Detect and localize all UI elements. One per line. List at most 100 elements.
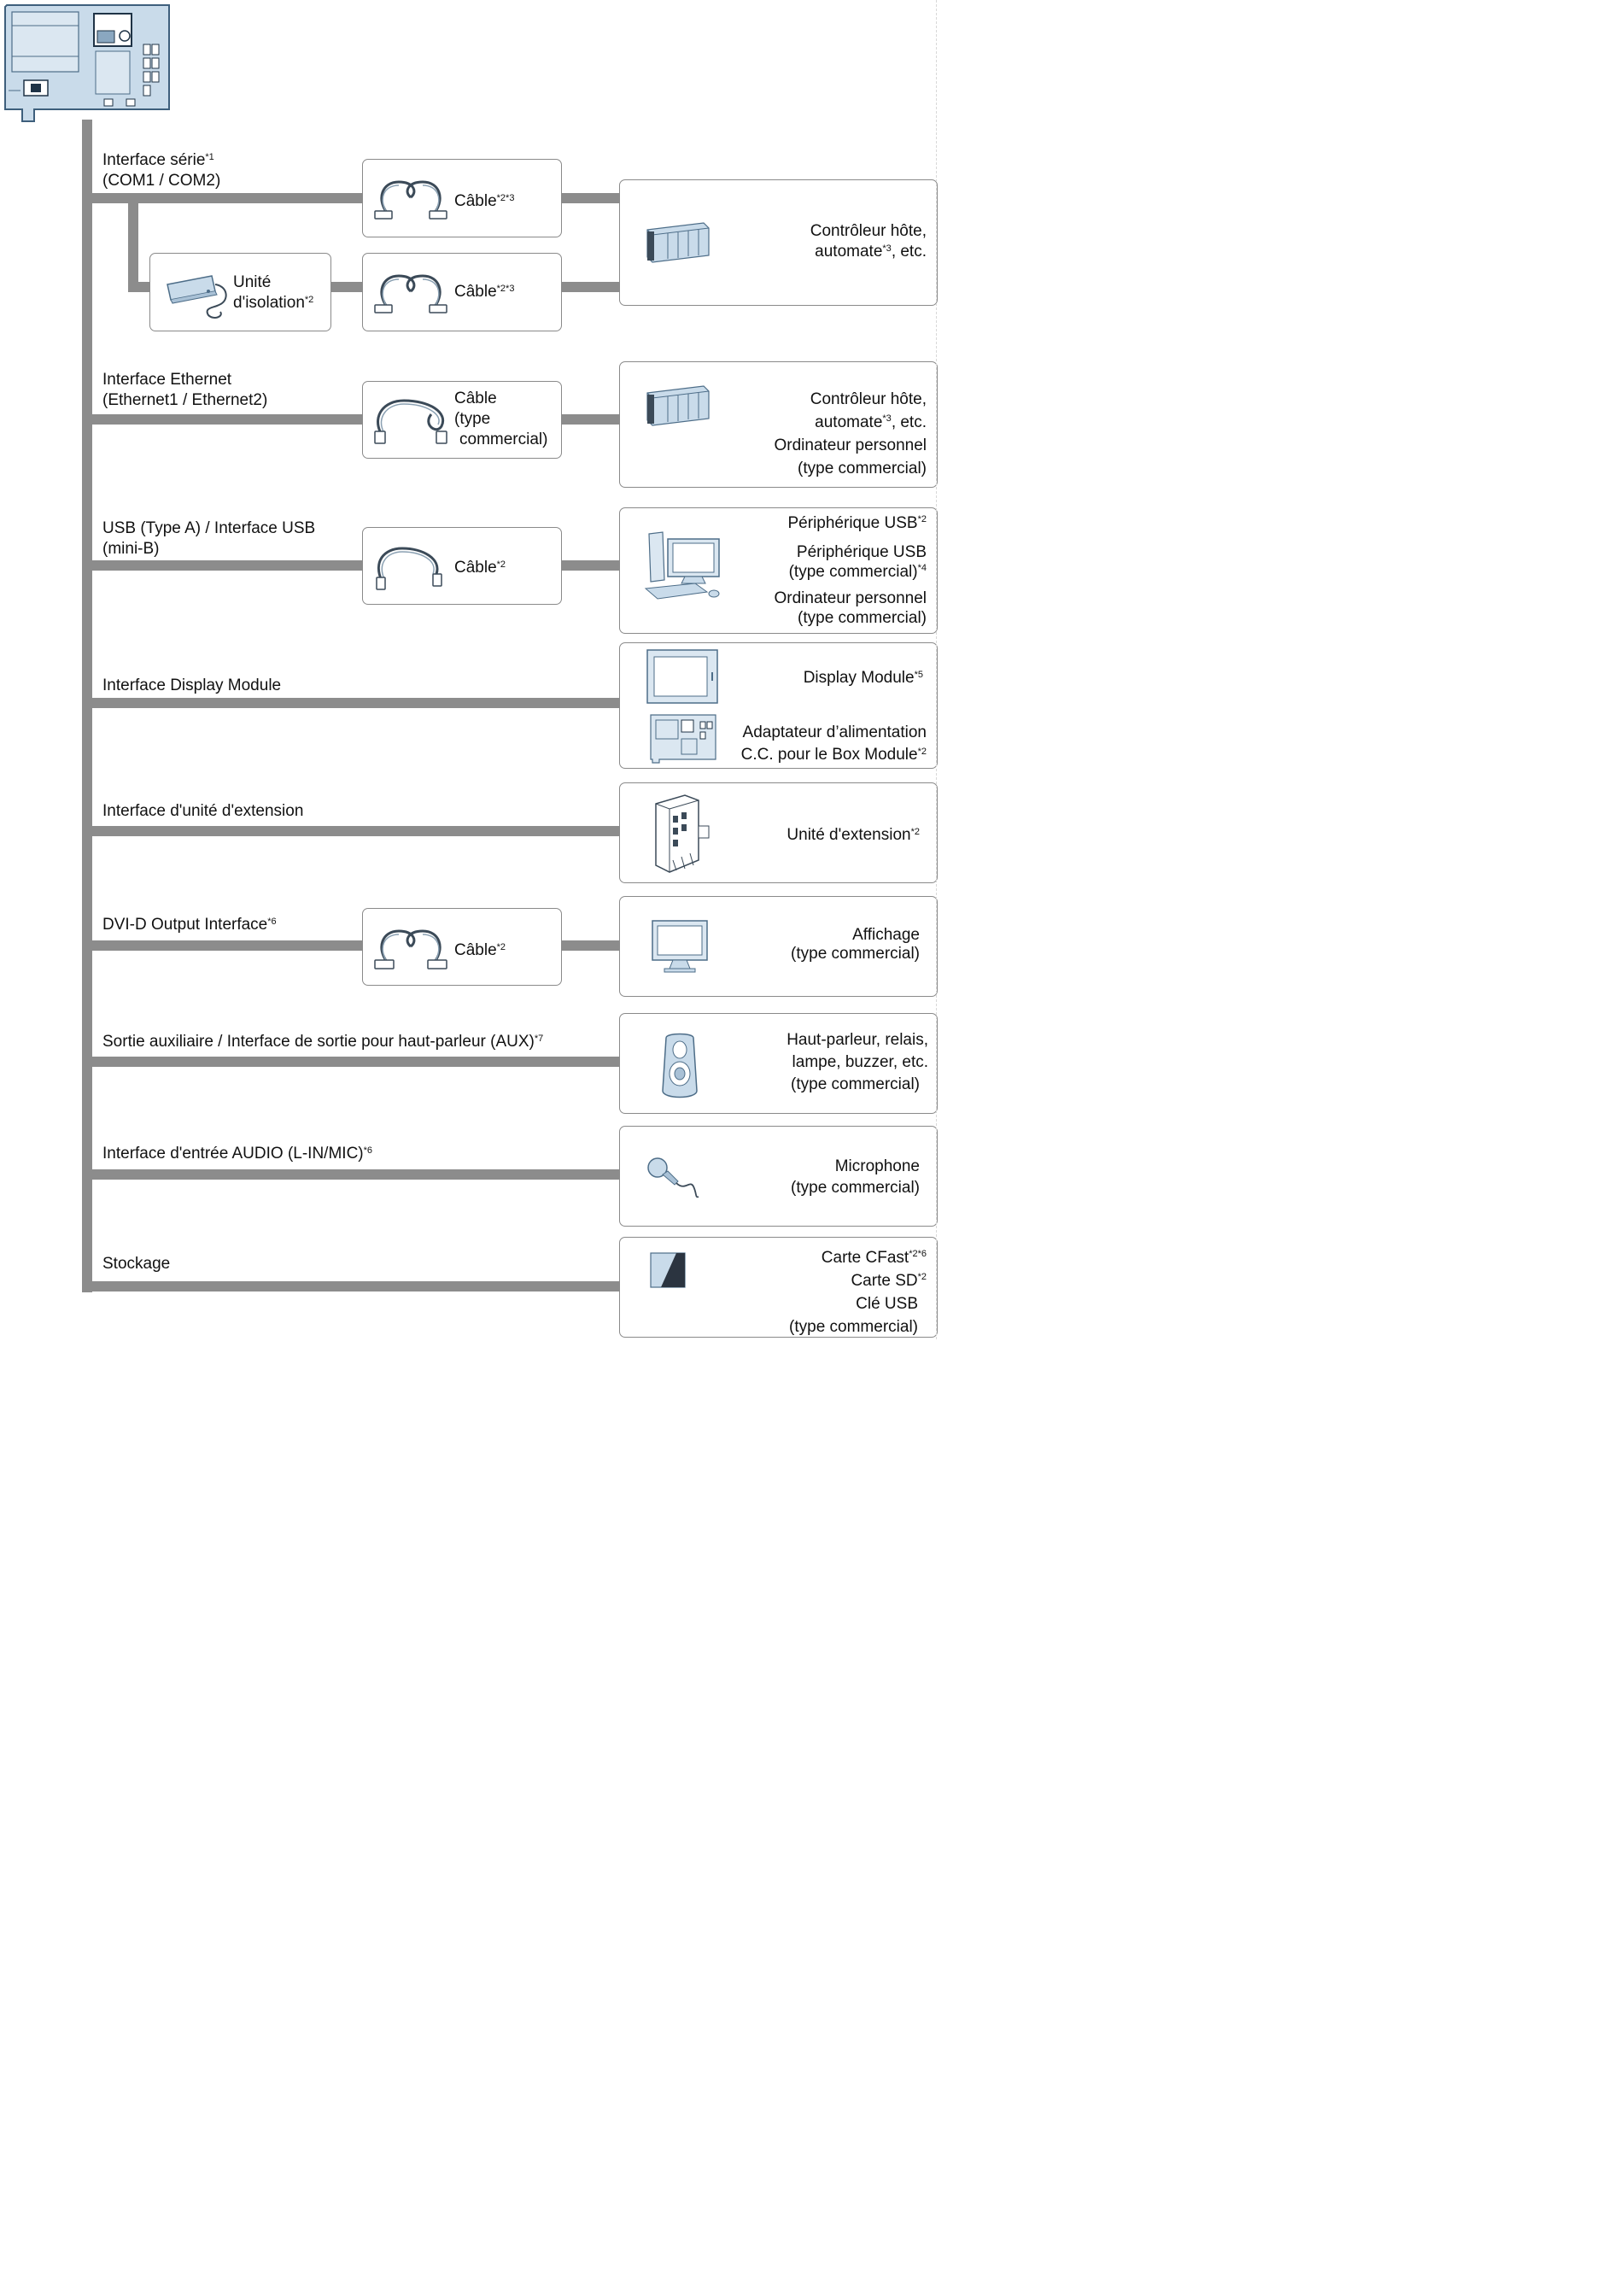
box-module-adapter-line1: Adaptateur d’alimentation [742, 723, 927, 741]
usb-device-line5: (type commercial) [798, 609, 927, 627]
speaker-icon [662, 1033, 698, 1098]
expansion-unit-icon [655, 794, 710, 873]
storage-device-note-1: *2*6 [909, 1249, 927, 1259]
usb-cable-text: Câble [454, 559, 497, 577]
ethernet-device-text: Contrôleur hôte, automate*3, etc. Ordina… [775, 388, 927, 480]
aux-device-text: Haut-parleur, relais, lampe, buzzer, etc… [787, 1029, 928, 1096]
aux-line [92, 1057, 620, 1067]
serial-cable-2-text: Câble [454, 283, 497, 301]
display-module-device-box: Display Module*5 Adaptateur d’alimentati… [619, 642, 938, 769]
usb-device-line1: Périphérique USB [787, 514, 918, 532]
audio-interface-label: Interface d'entrée AUDIO (L-IN/MIC)*6 [102, 1144, 372, 1164]
usb-device-line3: (type commercial) [788, 563, 918, 581]
expansion-device-note: *2 [910, 827, 920, 837]
serial-cable-1-note: *2*3 [496, 193, 515, 203]
aux-interface-text: Sortie auxiliaire / Interface de sortie … [102, 1033, 535, 1051]
serial-device-line2-suffix: , etc. [891, 243, 927, 261]
ethernet-cable-icon [374, 399, 447, 444]
audio-device-box: Microphone (type commercial) [619, 1126, 938, 1227]
db9-cable-icon [374, 180, 447, 220]
expansion-interface-text: Interface d'unité d'extension [102, 802, 304, 820]
serial-device-line2: automate [815, 243, 883, 261]
usb-cable-note: *2 [496, 559, 506, 570]
expansion-interface-label: Interface d'unité d'extension [102, 801, 303, 822]
aux-interface-note: *7 [534, 1034, 544, 1044]
plc-icon [646, 385, 710, 426]
display-module-note: *5 [914, 670, 923, 680]
isolation-unit-line1: Unité [233, 273, 272, 291]
isolation-unit-label: Unité d'isolation*2 [233, 272, 313, 313]
usb-interface-line2: (mini-B) [102, 540, 160, 558]
display-module-icon [646, 649, 718, 704]
usb-device-box: Périphérique USB*2 Périphérique USB (typ… [619, 507, 938, 634]
isolation-unit-line2: d'isolation [233, 294, 305, 312]
serial-interface-label: Interface série*1 (COM1 / COM2) [102, 150, 220, 191]
serial-device-note: *3 [882, 243, 892, 254]
usb-device-note-2: *4 [917, 563, 927, 573]
aux-interface-label: Sortie auxiliaire / Interface de sortie … [102, 1032, 543, 1052]
usb-cable-box: Câble*2 [362, 527, 562, 605]
display-module-text: Display Module [803, 669, 915, 687]
dvi-interface-note: *6 [267, 917, 277, 927]
ethernet-device-line2-suffix: , etc. [891, 413, 927, 431]
dvi-device-line2: (type commercial) [791, 945, 920, 963]
hmi-unit-rear-icon [4, 4, 170, 122]
isolation-unit-icon [167, 275, 227, 319]
dvi-cable-box: Câble*2 [362, 908, 562, 986]
expansion-device-text: Unité d'extension*2 [787, 825, 920, 846]
serial-cable-box-2: Câble*2*3 [362, 253, 562, 331]
ethernet-device-line1: Contrôleur hôte, [810, 390, 927, 408]
storage-device-box: Carte CFast*2*6 Carte SD*2 Clé USB (type… [619, 1237, 938, 1338]
display-module-device-line1: Display Module*5 [804, 668, 923, 688]
monitor-icon [652, 920, 708, 973]
box-module-adapter-icon [650, 714, 716, 764]
box-module-adapter-line2: C.C. pour le Box Module [740, 746, 918, 764]
storage-device-line3: Clé USB [856, 1295, 918, 1313]
storage-interface-text: Stockage [102, 1255, 171, 1273]
serial-device-line1: Contrôleur hôte, [810, 222, 927, 240]
dvi-device-text: Affichage (type commercial) [791, 926, 920, 964]
serial-cable-box-1: Câble*2*3 [362, 159, 562, 237]
microphone-icon [647, 1157, 699, 1198]
isolation-unit-note: *2 [304, 295, 314, 305]
box-module-adapter-note: *2 [917, 747, 927, 757]
plc-icon [646, 222, 710, 263]
serial-cable-2-label: Câble*2*3 [454, 282, 514, 302]
box-module-adapter-text: Adaptateur d’alimentation C.C. pour le B… [741, 722, 927, 766]
aux-device-line2: lampe, buzzer, etc. [792, 1053, 928, 1071]
dvi-device-box: Affichage (type commercial) [619, 896, 938, 997]
expansion-device-box: Unité d'extension*2 [619, 782, 938, 883]
ethernet-cable-label: Câble (type commercial) [454, 389, 547, 450]
serial-device-text: Contrôleur hôte, automate*3, etc. [810, 221, 927, 262]
audio-line [92, 1169, 620, 1180]
dvi-cable-text: Câble [454, 941, 497, 959]
serial-cable-1-label: Câble*2*3 [454, 191, 514, 212]
ethernet-device-line4: (type commercial) [798, 460, 927, 477]
serial-interface-line2: (COM1 / COM2) [102, 172, 221, 190]
serial-device-box: Contrôleur hôte, automate*3, etc. [619, 179, 938, 306]
expansion-device-line1: Unité d'extension [787, 826, 911, 844]
ethernet-interface-line2: (Ethernet1 / Ethernet2) [102, 391, 268, 409]
audio-device-line1: Microphone [834, 1157, 920, 1175]
usb-device-note-1: *2 [917, 514, 927, 524]
page-edge-guide [936, 0, 937, 1339]
usb-cable-icon [376, 547, 442, 590]
personal-computer-icon [644, 531, 720, 600]
storage-card-icon [650, 1252, 686, 1288]
dvi-cable-label: Câble*2 [454, 940, 506, 961]
display-module-interface-text: Interface Display Module [102, 676, 282, 694]
expansion-line [92, 826, 620, 836]
display-module-line [92, 698, 620, 708]
storage-device-note-2: *2 [917, 1272, 927, 1282]
serial-interface-line1: Interface série [102, 151, 206, 169]
display-module-interface-label: Interface Display Module [102, 676, 281, 696]
usb-cable-label: Câble*2 [454, 558, 506, 578]
serial-interface-note: *1 [205, 152, 214, 162]
dvi-interface-text: DVI-D Output Interface [102, 916, 268, 934]
ethernet-device-note: *3 [882, 413, 892, 424]
db9-cable-icon [374, 274, 447, 313]
ethernet-cable-line1: Câble [454, 390, 497, 407]
dvi-device-line1: Affichage [852, 926, 920, 944]
usb-device-line2: Périphérique USB [796, 543, 927, 561]
storage-line [92, 1281, 620, 1292]
